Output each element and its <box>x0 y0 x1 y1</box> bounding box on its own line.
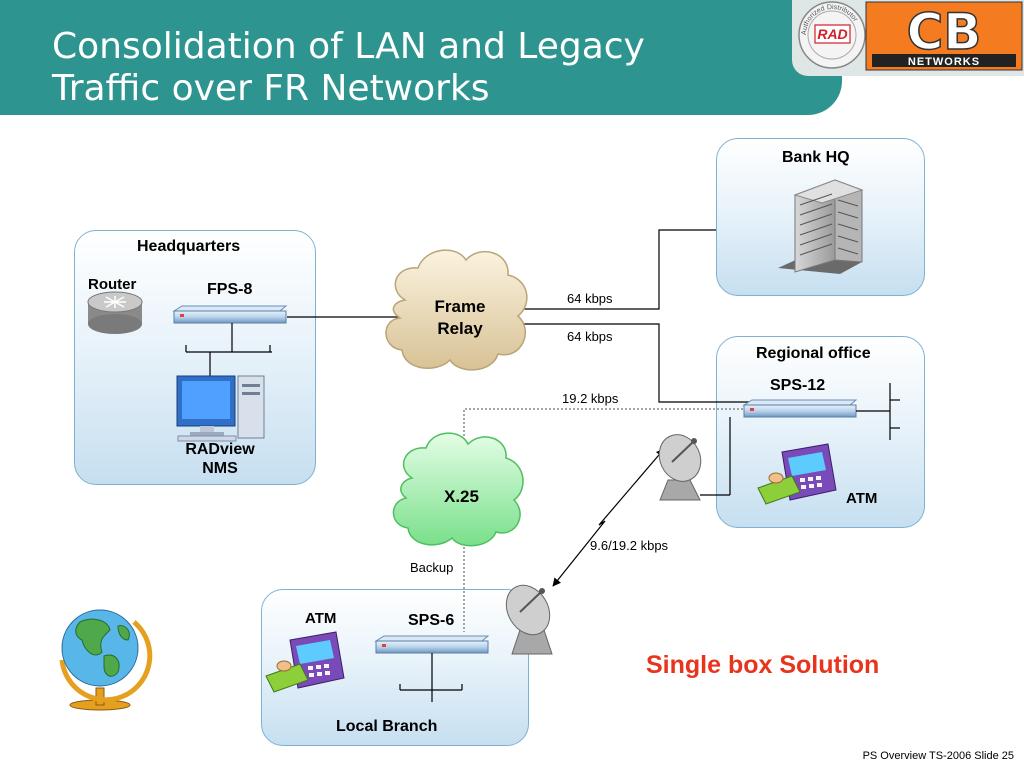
slide-title-line-1: Consolidation of LAN and Legacy <box>52 26 645 67</box>
fps-8-device-icon <box>172 305 288 376</box>
sps-6-device-icon <box>374 635 490 702</box>
regional-office-title: Regional office <box>756 345 871 362</box>
frame-relay-label: Frame Relay <box>410 296 510 340</box>
atm-card-icon <box>265 631 345 693</box>
frame-relay-label-line-2: Relay <box>437 319 483 338</box>
radview-label-line-2: NMS <box>202 460 238 477</box>
bank-building-icon <box>778 179 864 274</box>
headquarters-title: Headquarters <box>137 238 241 255</box>
link-frame-relay-to-regional <box>522 323 750 403</box>
frame-relay-label-line-1: Frame <box>434 297 486 316</box>
sps-12-label: SPS-12 <box>770 377 826 394</box>
local-branch-title: Local Branch <box>336 718 438 735</box>
link-speed-regional: 64 kbps <box>567 329 613 344</box>
link-speed-bank: 64 kbps <box>567 291 613 306</box>
slide-title: Consolidation of LAN and Legacy Traffic … <box>52 26 645 110</box>
link-speed-x25: 19.2 kbps <box>562 391 619 406</box>
regional-office-panel <box>716 336 925 528</box>
sps-6-label: SPS-6 <box>408 612 455 629</box>
fps-8-label: FPS-8 <box>207 281 253 298</box>
radview-label-line-1: RADview <box>185 441 255 458</box>
frame-relay-cloud <box>385 249 528 371</box>
radview-nms-label: RADview NMS <box>170 440 270 478</box>
x25-label: X.25 <box>444 487 479 506</box>
local-atm-label: ATM <box>305 610 337 627</box>
slide-footer: PS Overview TS-2006 Slide 25 <box>862 750 1014 762</box>
satellite-link <box>552 448 665 587</box>
slide-title-line-2: Traffic over FR Networks <box>52 68 490 109</box>
router-label: Router <box>88 276 137 293</box>
backup-label: Backup <box>410 560 454 575</box>
atm-card-icon <box>757 443 837 505</box>
single-box-solution-text: Single box Solution <box>646 651 880 679</box>
x25-cloud <box>392 432 524 547</box>
satellite-dish-icon <box>658 434 702 501</box>
link-x25-to-regional <box>463 408 750 448</box>
satellite-dish-icon <box>505 584 553 655</box>
sps-12-device-icon <box>742 383 900 440</box>
router-icon <box>87 291 143 334</box>
headquarters-panel <box>74 230 316 485</box>
link-speed-satellite: 9.6/19.2 kbps <box>590 538 669 553</box>
regional-atm-label: ATM <box>846 490 878 507</box>
computer-icon <box>176 375 265 442</box>
globe-icon <box>59 609 153 711</box>
bank-hq-title: Bank HQ <box>782 149 850 166</box>
title-bar: Consolidation of LAN and Legacy Traffic … <box>0 0 842 115</box>
link-frame-relay-to-bank-hq <box>522 229 716 310</box>
